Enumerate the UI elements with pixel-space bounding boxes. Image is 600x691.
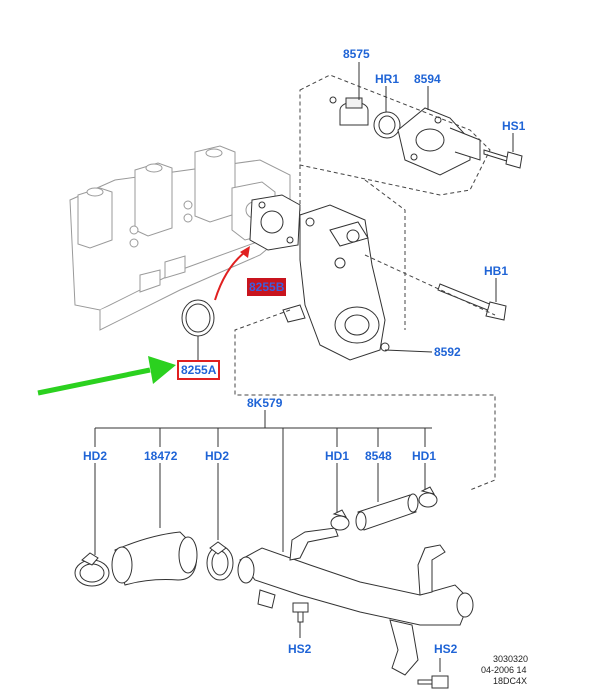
thermostat-8575-shape bbox=[329, 96, 369, 126]
hose-clamp-hd2-mid-shape bbox=[206, 541, 234, 581]
green-pointer-arrow bbox=[37, 356, 176, 396]
label-8592[interactable]: 8592 bbox=[434, 345, 461, 359]
hose-8548-shape bbox=[355, 493, 419, 531]
label-hb1[interactable]: HB1 bbox=[484, 264, 509, 278]
label-hd1-right[interactable]: HD1 bbox=[412, 449, 437, 463]
label-hs2-left[interactable]: HS2 bbox=[288, 642, 312, 656]
hose-clamp-hd2-left-shape bbox=[74, 552, 110, 587]
hose-18472-shape bbox=[111, 531, 198, 586]
thermostat-housing-8592-shape bbox=[282, 204, 390, 361]
label-hd1-left[interactable]: HD1 bbox=[325, 449, 350, 463]
red-pointer-arrow bbox=[214, 246, 250, 301]
hose-clamp-hd1-right-shape bbox=[418, 486, 438, 508]
bolt-hs1-shape bbox=[483, 149, 523, 169]
label-hr1[interactable]: HR1 bbox=[375, 72, 400, 86]
label-8548[interactable]: 8548 bbox=[365, 449, 392, 463]
reference-line-1: 3030320 bbox=[493, 654, 529, 664]
label-hd2-mid[interactable]: HD2 bbox=[205, 449, 230, 463]
bolt-hs2-right-shape bbox=[417, 675, 449, 689]
gasket-8255b-shape bbox=[249, 194, 301, 251]
reference-line-3: 18DC4X bbox=[493, 676, 528, 686]
pipe-8k579-shape bbox=[237, 527, 474, 676]
reference-line-2: 04-2006 14 bbox=[481, 665, 527, 675]
bolt-hs2-left-shape bbox=[292, 602, 309, 623]
label-8255a[interactable]: 8255A bbox=[177, 360, 221, 380]
label-hs2-right[interactable]: HS2 bbox=[434, 642, 458, 656]
reference-code-block: 3030320 04-2006 14 18DC4X bbox=[481, 654, 529, 687]
label-18472[interactable]: 18472 bbox=[144, 449, 178, 463]
o-ring-8255a-shape bbox=[181, 299, 215, 337]
label-hd2-left[interactable]: HD2 bbox=[83, 449, 108, 463]
hose-clamp-hd1-left-shape bbox=[330, 509, 350, 531]
label-8594[interactable]: 8594 bbox=[414, 72, 441, 86]
label-8255b[interactable]: 8255B bbox=[247, 278, 287, 296]
assembly-dashed-lines bbox=[234, 74, 496, 491]
label-hs1[interactable]: HS1 bbox=[502, 119, 526, 133]
thermostat-cover-8594-shape bbox=[397, 107, 481, 176]
label-8k579[interactable]: 8K579 bbox=[247, 396, 283, 410]
label-8575[interactable]: 8575 bbox=[343, 47, 370, 61]
leader-lines bbox=[94, 62, 514, 672]
